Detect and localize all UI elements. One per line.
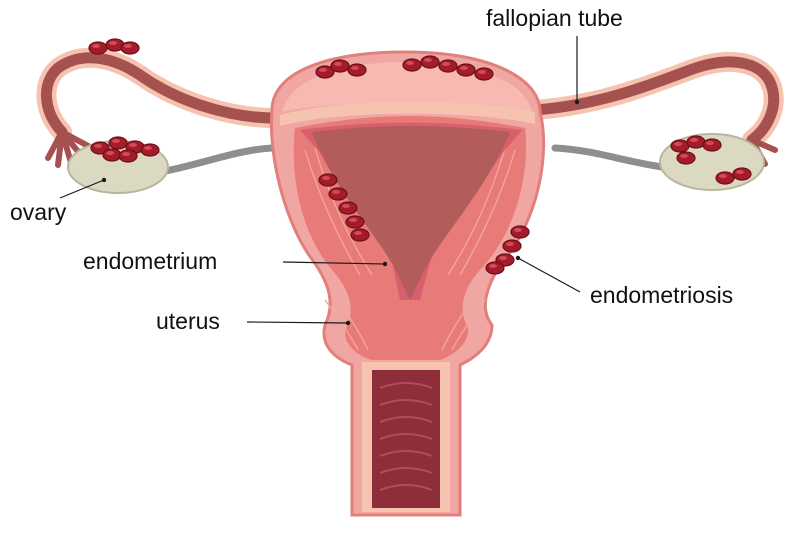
leader-endometriosis (515, 255, 581, 293)
muscle-striations (304, 147, 516, 351)
fundus-band (280, 101, 535, 126)
uterine-cavity (312, 126, 510, 300)
left-fallopian-tube (36, 47, 295, 169)
label-ovary: ovary (10, 199, 67, 225)
label-endometrium: endometrium (83, 248, 217, 274)
label-endometriosis: endometriosis (590, 282, 733, 308)
leader-uterus (246, 320, 351, 326)
leader-fallopian-tube (574, 36, 580, 105)
label-fallopian-tube: fallopian tube (486, 5, 623, 31)
label-uterus: uterus (156, 308, 220, 334)
left-ovarian-ligament (156, 144, 276, 176)
leader-ovary (59, 177, 107, 199)
leader-endometrium (282, 261, 388, 267)
right-ovarian-ligament (551, 144, 672, 172)
cervix (350, 362, 462, 517)
